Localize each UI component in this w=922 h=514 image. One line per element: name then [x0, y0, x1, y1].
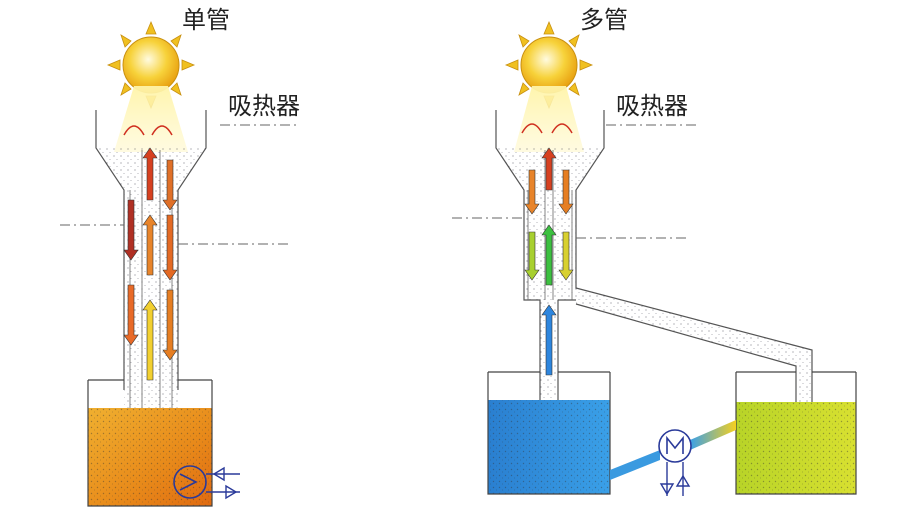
left-panel: 单管 — [60, 6, 300, 507]
right-panel: 多管 — [452, 6, 857, 496]
left-flow-arrows — [123, 147, 178, 381]
right-receiver-label: 吸热器 — [616, 92, 688, 120]
left-heat-exchanger-icon — [173, 465, 240, 500]
right-reflect-arrow — [521, 123, 543, 134]
right-cold-tank — [487, 371, 611, 495]
left-reflect-arrow — [123, 125, 145, 136]
left-receiver-label: 吸热器 — [228, 92, 300, 120]
right-sun-beam — [514, 86, 584, 152]
right-flow-arrows — [524, 147, 574, 376]
left-sun-beam — [114, 86, 188, 152]
left-title: 单管 — [182, 6, 230, 34]
right-link-pipe-hot — [690, 420, 736, 450]
left-hot-tank — [87, 379, 213, 507]
right-title: 多管 — [580, 6, 628, 34]
right-mid-tank — [735, 371, 857, 495]
right-link-pipe-cold — [610, 450, 660, 480]
right-heat-exchanger-icon — [658, 429, 692, 496]
